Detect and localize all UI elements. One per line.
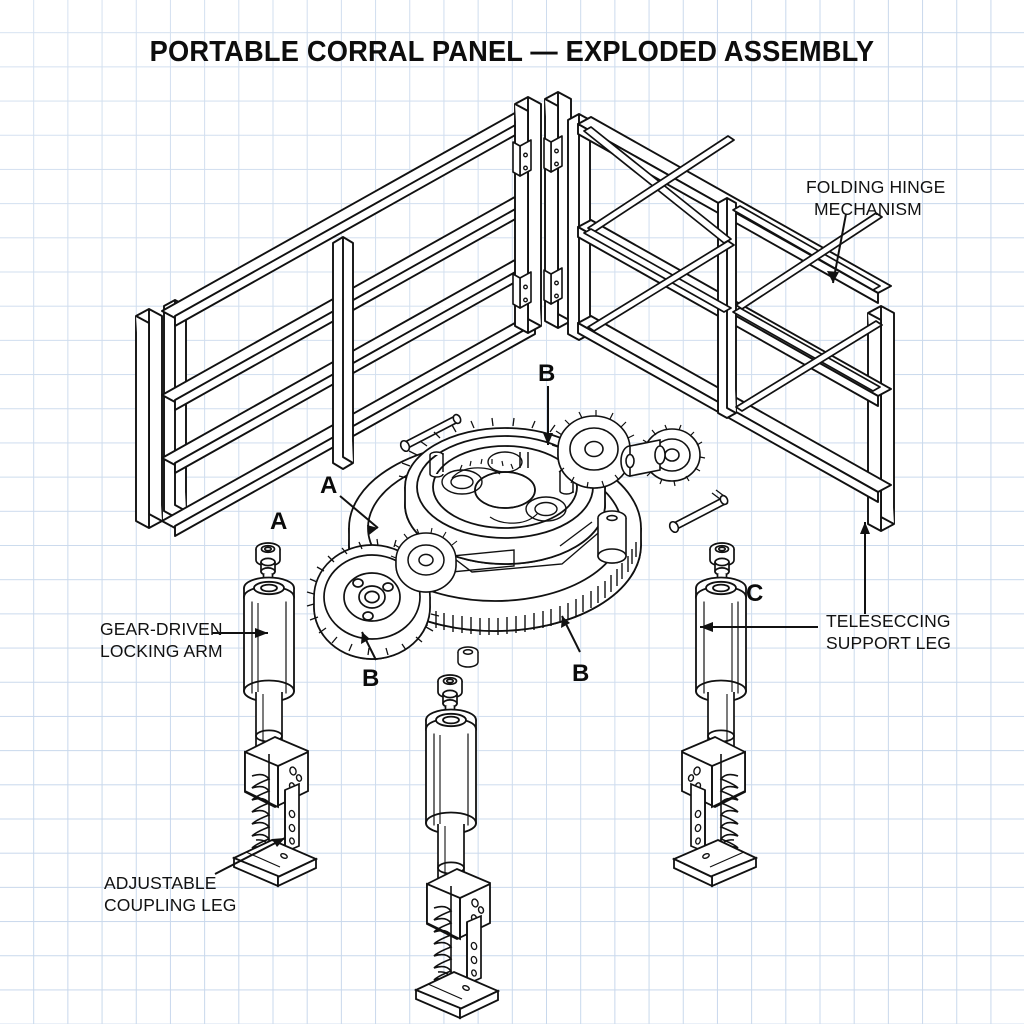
page-title: PORTABLE CORRAL PANEL — EXPLODED ASSEMBL… — [149, 36, 875, 68]
label-telescoping-leg-line2: SUPPORT LEG — [826, 633, 951, 654]
screw-plug — [457, 646, 479, 668]
right-braced-panel — [567, 113, 895, 532]
label-gear-locking-arm-line1: GEAR-DRIVEN — [100, 619, 223, 639]
label-coupling-leg: ADJUSTABLE COUPLING LEG — [104, 872, 236, 917]
dowel-pin — [399, 413, 462, 453]
label-telescoping-leg-line1: TELESECCING — [826, 611, 951, 631]
pinion-gear-lower-left — [390, 527, 462, 593]
dowel-pin-2 — [668, 489, 729, 534]
leg-left — [233, 542, 317, 887]
gate-assembly — [135, 91, 895, 537]
upper-ring-gear — [398, 417, 627, 573]
leader-coupling-leg — [214, 837, 286, 875]
callout-c-leg: C — [746, 580, 764, 607]
callout-b-ring-edge: B — [572, 660, 590, 687]
leg-center — [415, 674, 499, 1019]
leg-right — [673, 542, 757, 887]
label-folding-hinge-line1: FOLDING HINGE — [806, 177, 946, 197]
label-gear-locking-arm: GEAR-DRIVEN LOCKING ARM — [100, 618, 223, 663]
callout-a-leg: A — [270, 508, 288, 535]
leader-lines — [212, 213, 870, 875]
label-telescoping-leg: TELESECCING SUPPORT LEG — [826, 610, 951, 655]
callout-a-gear: A — [320, 472, 338, 499]
label-coupling-leg-line1: ADJUSTABLE — [104, 873, 217, 893]
label-gear-locking-arm-line2: LOCKING ARM — [100, 641, 223, 662]
planetary-gear-cluster — [306, 410, 729, 668]
label-coupling-leg-line2: COUPLING LEG — [104, 895, 237, 916]
callout-b-pinion: B — [362, 665, 380, 692]
leader-callout-a — [339, 495, 379, 529]
label-folding-hinge-line2: MECHANISM — [814, 199, 922, 220]
callout-b-ring: B — [538, 360, 556, 387]
pinion-with-shaft — [620, 424, 706, 487]
loose-spur-gear-a — [306, 538, 440, 660]
left-rail-panel — [135, 108, 536, 537]
leader-folding-hinge — [832, 213, 847, 284]
label-folding-hinge: FOLDING HINGE MECHANISM — [806, 176, 945, 221]
